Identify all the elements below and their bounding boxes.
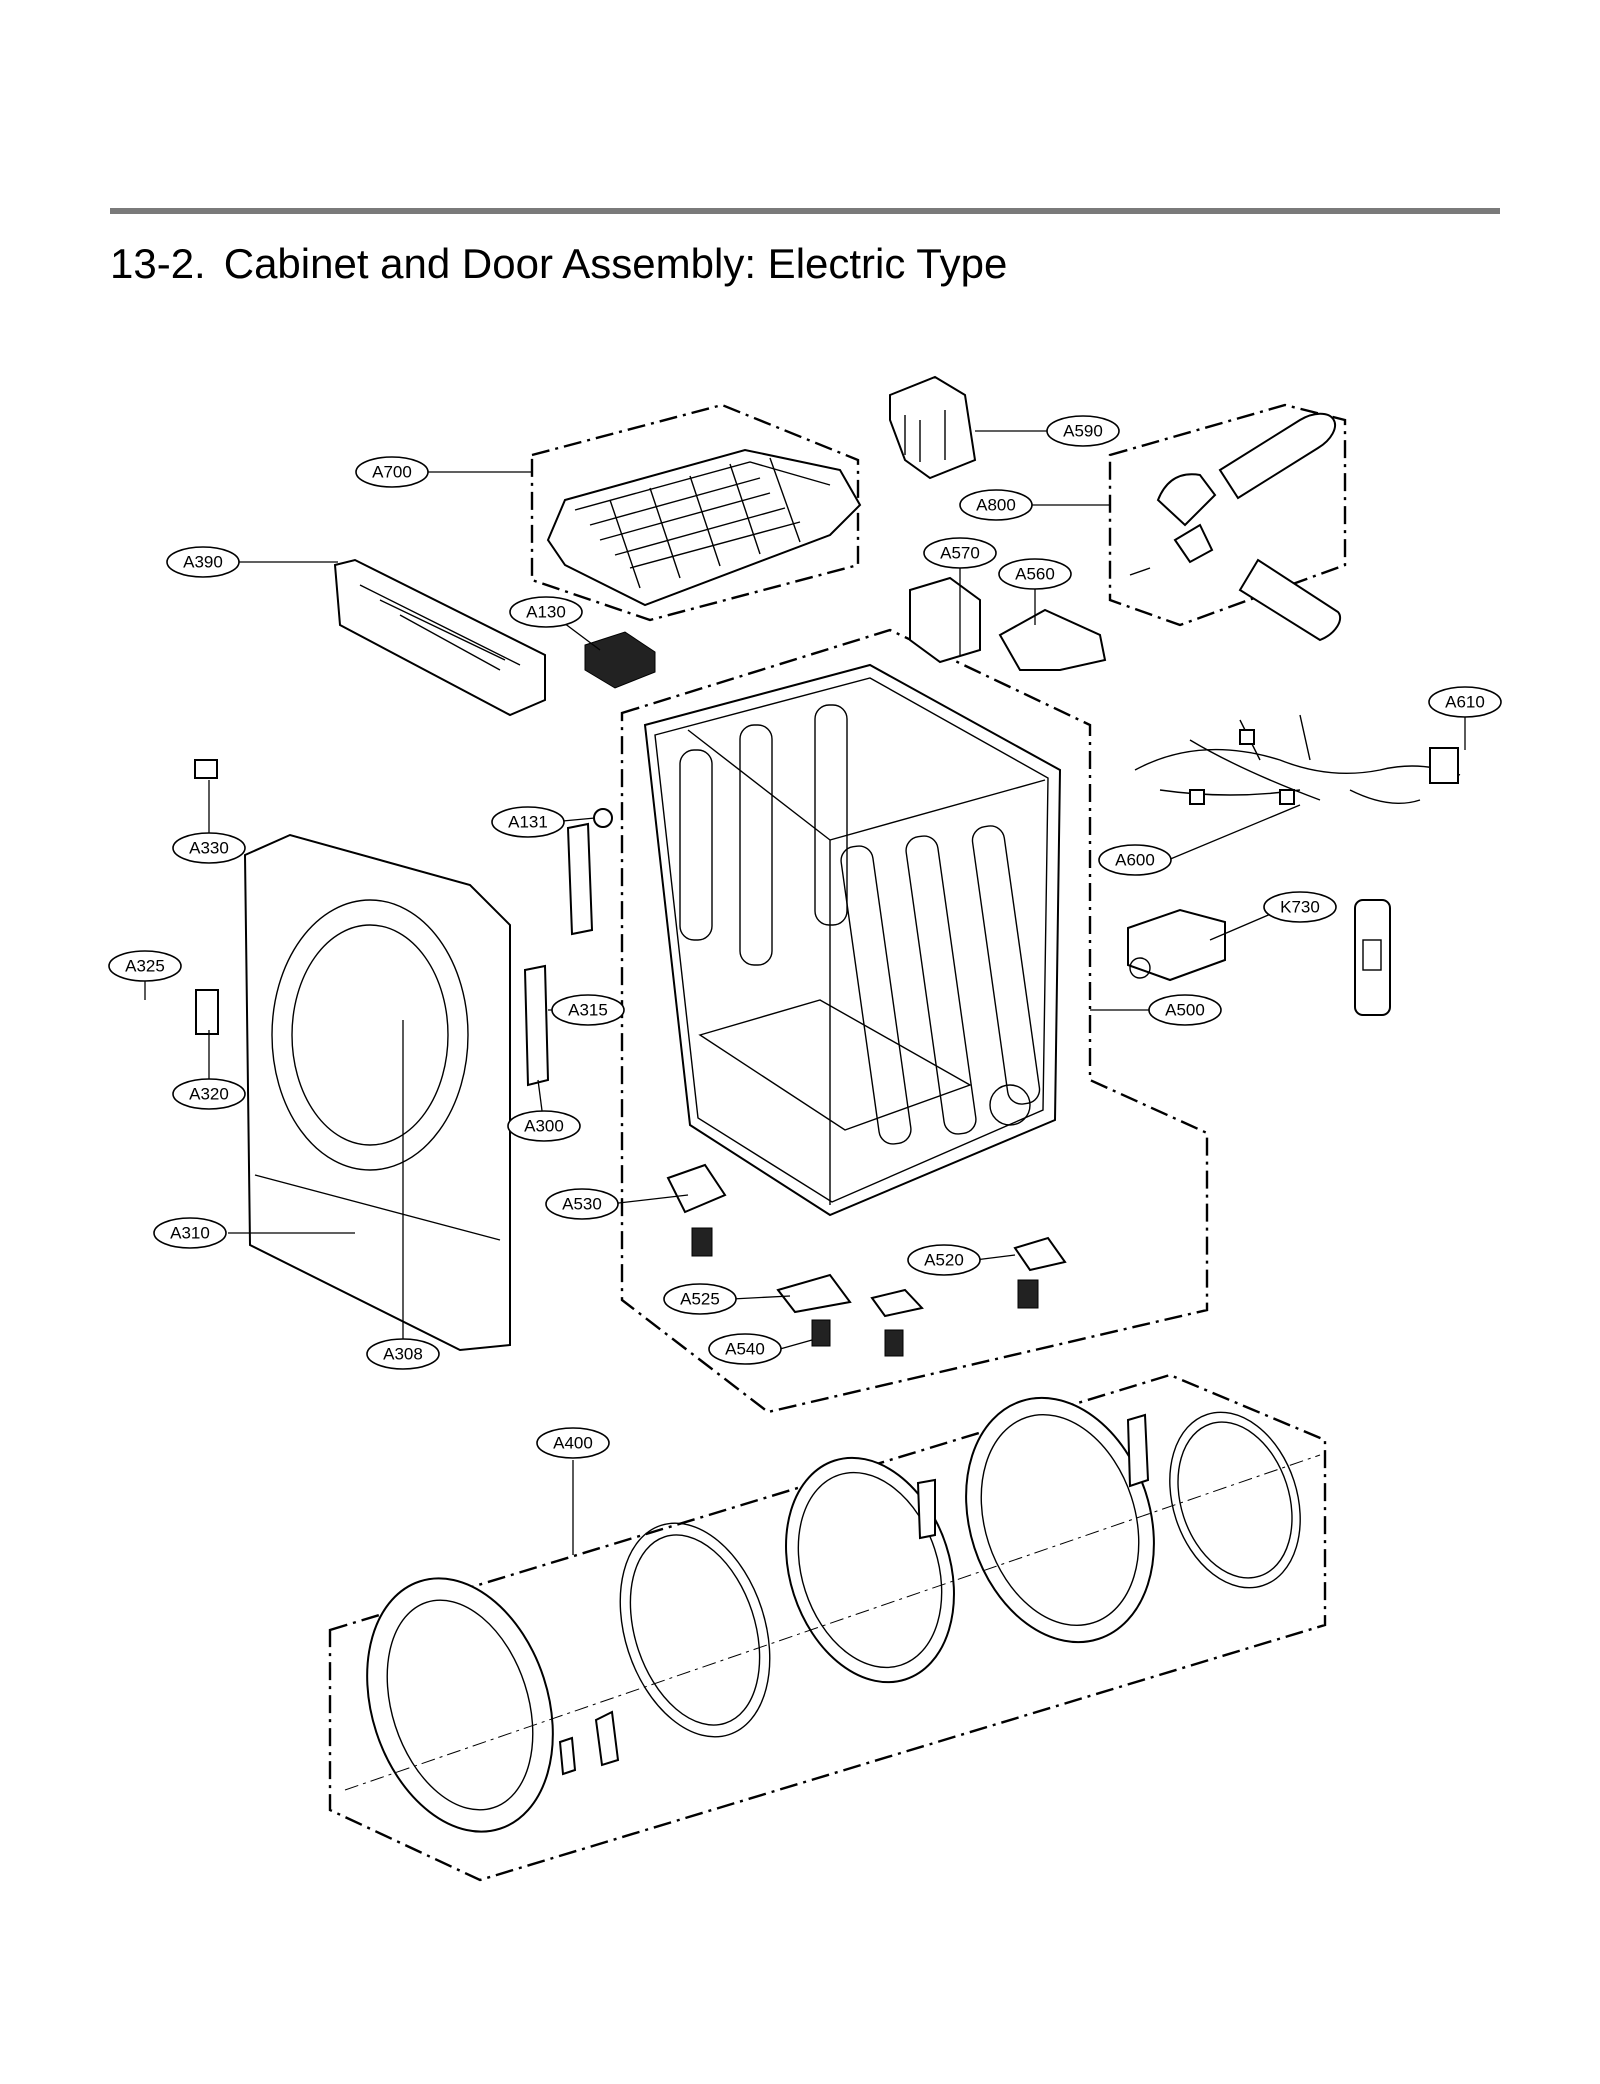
svg-text:A600: A600 [1115, 851, 1155, 870]
svg-text:A325: A325 [125, 957, 165, 976]
svg-text:A530: A530 [562, 1195, 602, 1214]
group-box-a400 [328, 1373, 1327, 1882]
callout-a130: A130 [509, 596, 583, 628]
callout-a310: A310 [153, 1217, 227, 1249]
section-title: Cabinet and Door Assembly: Electric Type [223, 240, 1008, 287]
callout-a600: A600 [1098, 844, 1172, 876]
filter-block-part [584, 631, 656, 689]
group-box-a800 [1108, 403, 1347, 627]
hinge-bracket-part [566, 822, 594, 936]
callout-a308: A308 [366, 1338, 440, 1370]
callout-a390: A390 [166, 546, 240, 578]
exhaust-duct-part [1129, 412, 1342, 642]
svg-text:A590: A590 [1063, 422, 1103, 441]
svg-text:A525: A525 [680, 1290, 720, 1309]
svg-text:A310: A310 [170, 1224, 210, 1243]
plate-part [909, 576, 981, 664]
page-title: 13-2. Cabinet and Door Assembly: Electric… [110, 240, 1007, 288]
switch-part [194, 759, 218, 779]
callout-k730: K730 [1263, 891, 1337, 923]
callout-a315: A315 [551, 994, 625, 1026]
svg-text:A540: A540 [725, 1340, 765, 1359]
door-assembly-part [344, 1396, 1321, 1833]
callout-a131: A131 [491, 806, 565, 838]
svg-text:K730: K730 [1280, 898, 1320, 917]
callout-a560: A560 [998, 558, 1072, 590]
svg-text:A500: A500 [1165, 1001, 1205, 1020]
callout-a610: A610 [1428, 686, 1502, 718]
callout-a540: A540 [708, 1333, 782, 1365]
callout-a400: A400 [536, 1427, 610, 1459]
duct-cover-part [889, 375, 977, 480]
lock-bracket-part [523, 964, 550, 1087]
svg-text:A300: A300 [524, 1117, 564, 1136]
svg-text:A800: A800 [976, 496, 1016, 515]
svg-text:A330: A330 [189, 839, 229, 858]
svg-text:A390: A390 [183, 553, 223, 572]
section-number: 13-2. [110, 240, 206, 287]
wire-harness-part [1134, 714, 1461, 805]
svg-text:A320: A320 [189, 1085, 229, 1104]
svg-text:A560: A560 [1015, 565, 1055, 584]
svg-text:A400: A400 [553, 1434, 593, 1453]
callout-a520: A520 [907, 1244, 981, 1276]
leveling-feet-part [666, 1163, 1067, 1357]
cabinet-body-part [643, 663, 1062, 1217]
callout-a700: A700 [355, 456, 429, 488]
svg-text:A520: A520 [924, 1251, 964, 1270]
svg-text:A610: A610 [1445, 693, 1485, 712]
callout-a320: A320 [172, 1078, 246, 1110]
group-box-a500 [620, 628, 1209, 1414]
svg-text:A315: A315 [568, 1001, 608, 1020]
control-bracket-part [333, 558, 546, 717]
motor-assembly-part [1127, 899, 1391, 1016]
callout-a300: A300 [507, 1110, 581, 1142]
callout-a500: A500 [1148, 994, 1222, 1026]
top-plate-part [546, 448, 862, 607]
svg-text:A570: A570 [940, 544, 980, 563]
callout-a525: A525 [663, 1283, 737, 1315]
bumper-part [593, 808, 613, 828]
guide-part [998, 608, 1107, 671]
front-panel-part [243, 833, 511, 1352]
callout-a800: A800 [959, 489, 1033, 521]
callout-a325: A325 [108, 950, 182, 982]
strike-part [195, 989, 219, 1035]
callout-a530: A530 [545, 1188, 619, 1220]
svg-text:A130: A130 [526, 603, 566, 622]
svg-text:A700: A700 [372, 463, 412, 482]
callout-a590: A590 [1046, 415, 1120, 447]
header-rule [110, 208, 1500, 214]
callout-a570: A570 [923, 537, 997, 569]
callout-a330: A330 [172, 832, 246, 864]
svg-text:A308: A308 [383, 1345, 423, 1364]
svg-text:A131: A131 [508, 813, 548, 832]
